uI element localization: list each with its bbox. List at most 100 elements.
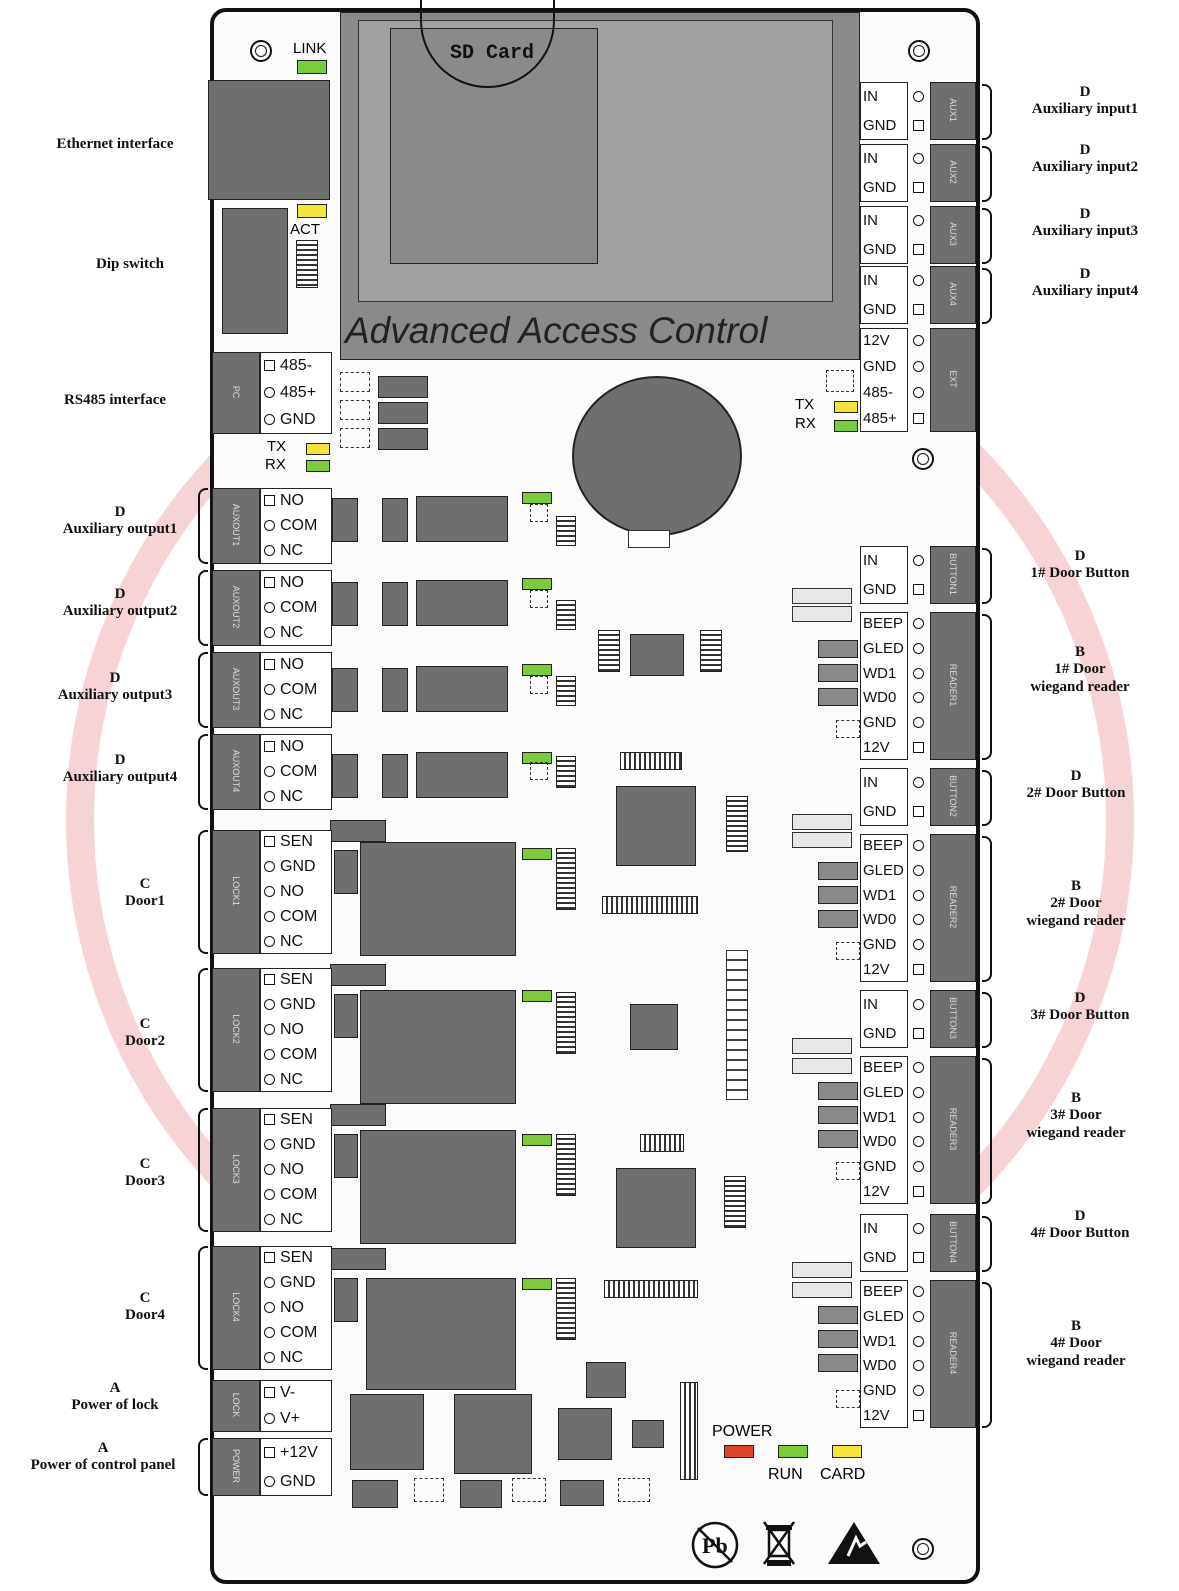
terminal-aux1-pin-2-screw-icon[interactable]	[264, 545, 275, 557]
terminal-pwr-pin-0-screw-icon[interactable]	[264, 1446, 275, 1458]
terminal-rd2-pin-5-screw-icon[interactable]	[913, 963, 924, 975]
terminal-rd1-pin-0-screw-icon[interactable]	[913, 618, 924, 630]
terminal-in3-pin-1-screw-icon[interactable]	[913, 243, 924, 255]
terminal-rd1-pin-5-screw-icon[interactable]	[913, 741, 924, 753]
terminal-ext-pin-1-screw-icon[interactable]	[913, 361, 924, 372]
terminal-lockp-pin-1-screw-icon[interactable]	[264, 1413, 275, 1424]
component-block-19	[334, 994, 358, 1038]
terminal-aux3-pin-1-screw-icon[interactable]	[264, 684, 275, 695]
terminal-lock2-pin-3-screw-icon[interactable]	[264, 1048, 275, 1060]
terminal-lock3-pin-3-screw-icon[interactable]	[264, 1188, 275, 1200]
terminal-lock4-pin-2-screw-icon[interactable]	[264, 1302, 275, 1313]
terminal-lock2-pin-2-screw-icon[interactable]	[264, 1024, 275, 1035]
terminal-rd1-pin-2-screw-icon[interactable]	[913, 667, 924, 679]
terminal-aux4-pin-0-screw-icon[interactable]	[264, 740, 275, 752]
terminal-lock2-pin-0: SEN	[280, 971, 313, 989]
terminal-lock3-pin-0-screw-icon[interactable]	[264, 1114, 275, 1126]
terminal-in4-pin-0-screw-icon[interactable]	[913, 274, 924, 286]
terminal-btn1-pin-0-screw-icon[interactable]	[913, 554, 924, 566]
dip-switch[interactable]	[222, 208, 288, 334]
terminal-aux3-pin-0-screw-icon[interactable]	[264, 658, 275, 670]
terminal-rd1-pin-3-screw-icon[interactable]	[913, 692, 924, 704]
terminal-rd2-pin-3-screw-icon[interactable]	[913, 914, 924, 926]
terminal-pc-pin-1-screw-icon[interactable]	[264, 387, 275, 398]
component-block-23	[360, 1130, 516, 1244]
terminal-ext-pin-3-screw-icon[interactable]	[913, 413, 924, 424]
sd-card-label: SD Card	[450, 42, 535, 65]
terminal-lock3-pin-4-screw-icon[interactable]	[264, 1213, 275, 1225]
terminal-rd4-pin-4-screw-icon[interactable]	[913, 1385, 924, 1396]
terminal-lock2-pin-4-screw-icon[interactable]	[264, 1073, 275, 1085]
terminal-in3-pin-0-screw-icon[interactable]	[913, 214, 924, 226]
terminal-lock3-pin-1-screw-icon[interactable]	[264, 1139, 275, 1151]
terminal-lock1-pin-1-screw-icon[interactable]	[264, 861, 275, 873]
passive-10	[618, 1478, 650, 1502]
terminal-rd4-pin-1: GLED	[863, 1308, 904, 1325]
terminal-rd3-pin-3-screw-icon[interactable]	[913, 1136, 924, 1148]
terminal-ext-pin-0-screw-icon[interactable]	[913, 335, 924, 346]
terminal-rd4-pin-3-screw-icon[interactable]	[913, 1360, 924, 1372]
terminal-btn3-pin-0-screw-icon[interactable]	[913, 998, 924, 1010]
terminal-rd3-pin-0-screw-icon[interactable]	[913, 1062, 924, 1074]
terminal-aux4-pin-1: COM	[280, 763, 318, 780]
terminal-lock2-pin-3: COM	[280, 1045, 318, 1063]
terminal-lock4-pin-4-screw-icon[interactable]	[264, 1351, 275, 1363]
terminal-btn4-pin-0-screw-icon[interactable]	[913, 1222, 924, 1234]
terminal-aux2-pin-0-screw-icon[interactable]	[264, 576, 275, 588]
terminal-btn2-pin-0-screw-icon[interactable]	[913, 776, 924, 788]
terminal-in4-pin-1-screw-icon[interactable]	[913, 303, 924, 315]
terminal-lock1-pin-4-screw-icon[interactable]	[264, 935, 275, 947]
terminal-rd4-pin-1-screw-icon[interactable]	[913, 1311, 924, 1322]
terminal-btn3-pin-1-screw-icon[interactable]	[913, 1027, 924, 1039]
terminal-in2-pin-1-screw-icon[interactable]	[913, 181, 924, 193]
terminal-rd2-pin-0-screw-icon[interactable]	[913, 840, 924, 852]
terminal-in3-pin-1: GND	[863, 240, 897, 258]
terminal-rd2-pin-4-screw-icon[interactable]	[913, 939, 924, 950]
terminal-rd3-pin-4-screw-icon[interactable]	[913, 1161, 924, 1172]
terminal-btn1-pin-1-screw-icon[interactable]	[913, 583, 924, 595]
annotation-aux-output3-line-1: Auxiliary output3	[57, 687, 173, 704]
terminal-pc-pin-2-screw-icon[interactable]	[264, 414, 275, 426]
terminal-lock4-pin-3-screw-icon[interactable]	[264, 1326, 275, 1338]
terminal-in1-pin-0-screw-icon[interactable]	[913, 90, 924, 102]
terminal-lock1-pin-2-screw-icon[interactable]	[264, 886, 275, 897]
terminal-rd3-pin-5-screw-icon[interactable]	[913, 1185, 924, 1197]
terminal-aux4-pin-1-screw-icon[interactable]	[264, 766, 275, 777]
terminal-lockp-pin-0-screw-icon[interactable]	[264, 1387, 275, 1398]
terminal-aux2-pin-2-screw-icon[interactable]	[264, 627, 275, 639]
terminal-aux1-pin-0-screw-icon[interactable]	[264, 494, 275, 506]
terminal-rd1-pin-1-screw-icon[interactable]	[913, 643, 924, 654]
terminal-lock4-pin-1-screw-icon[interactable]	[264, 1277, 275, 1289]
terminal-btn4-pin-1-screw-icon[interactable]	[913, 1251, 924, 1263]
terminal-aux2-label: AUXOUT2	[231, 585, 241, 629]
reader-connector-0	[792, 588, 852, 604]
terminal-lock2-pin-0-screw-icon[interactable]	[264, 974, 275, 986]
terminal-lock3-pin-2-screw-icon[interactable]	[264, 1164, 275, 1175]
terminal-rd4-pin-2-screw-icon[interactable]	[913, 1335, 924, 1347]
terminal-pc-pin-0-screw-icon[interactable]	[264, 359, 275, 371]
terminal-lock1-pin-0-screw-icon[interactable]	[264, 836, 275, 848]
terminal-rd4-pin-0-screw-icon[interactable]	[913, 1286, 924, 1298]
terminal-rd2-pin-1-screw-icon[interactable]	[913, 865, 924, 876]
terminal-aux2-pin-1-screw-icon[interactable]	[264, 602, 275, 613]
terminal-lock4-pin-0-screw-icon[interactable]	[264, 1252, 275, 1264]
terminal-aux1-pin-1-screw-icon[interactable]	[264, 520, 275, 531]
terminal-in2-pin-0-screw-icon[interactable]	[913, 152, 924, 164]
terminal-rd4-pin-5-screw-icon[interactable]	[913, 1409, 924, 1421]
terminal-pwr-pin-1-screw-icon[interactable]	[264, 1475, 275, 1487]
terminal-btn2-pin-1-screw-icon[interactable]	[913, 805, 924, 817]
terminal-lock2-pin-4: NC	[280, 1070, 304, 1088]
terminal-lock4-pin-3: COM	[280, 1323, 318, 1341]
terminal-rd2-pin-2-screw-icon[interactable]	[913, 889, 924, 901]
resistor-array-5	[556, 992, 576, 1054]
terminal-rd1-pin-4-screw-icon[interactable]	[913, 717, 924, 728]
terminal-in1-pin-1-screw-icon[interactable]	[913, 119, 924, 131]
terminal-lock1-pin-3-screw-icon[interactable]	[264, 910, 275, 922]
terminal-aux4-pin-2-screw-icon[interactable]	[264, 791, 275, 803]
terminal-lock2-pin-1-screw-icon[interactable]	[264, 999, 275, 1011]
terminal-rd3-pin-1-screw-icon[interactable]	[913, 1087, 924, 1098]
terminal-ext-pin-2-screw-icon[interactable]	[913, 387, 924, 398]
terminal-aux3-pin-2-screw-icon[interactable]	[264, 709, 275, 721]
terminal-rd3-pin-2-screw-icon[interactable]	[913, 1111, 924, 1123]
